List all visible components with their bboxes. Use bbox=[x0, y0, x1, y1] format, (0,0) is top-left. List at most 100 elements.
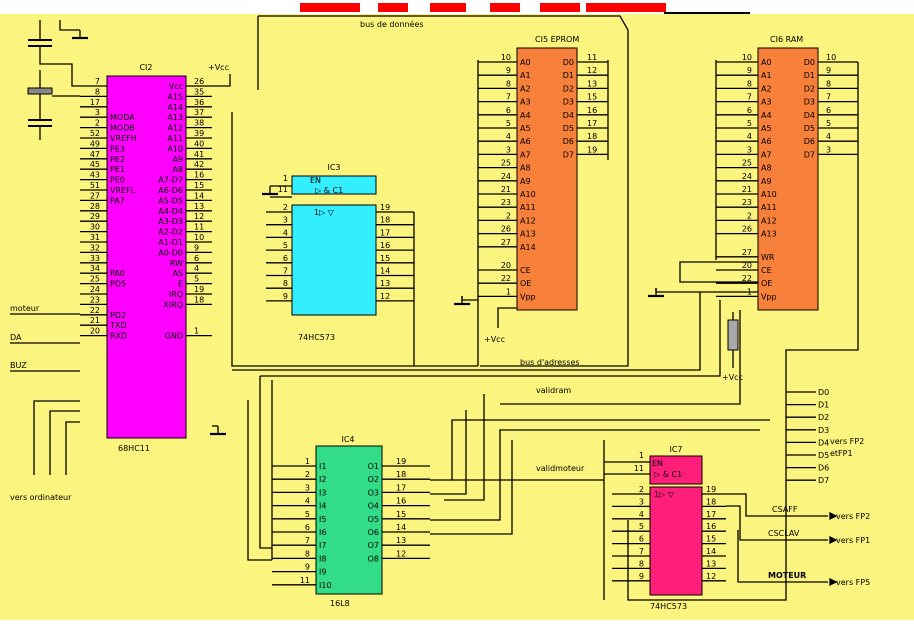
pld-pin-label: I2 bbox=[319, 475, 326, 484]
cpu-pin-number: 19 bbox=[194, 285, 204, 294]
cpu-pin-number: 49 bbox=[90, 139, 100, 148]
ram-pin-label: D6 bbox=[804, 137, 815, 146]
label-csclav: CSCLAV bbox=[768, 529, 800, 538]
signal-label-vers-ordinateur: vers ordinateur bbox=[10, 493, 72, 502]
cpu-pin-label: VREFH bbox=[110, 134, 137, 143]
cpu-pin-label: MODB bbox=[110, 124, 135, 133]
ram-pin-number: 26 bbox=[742, 225, 752, 234]
cpu-pin-label: A10 bbox=[167, 144, 183, 153]
pld-pin-number: 3 bbox=[305, 483, 310, 492]
latch2-pin-number: 18 bbox=[706, 497, 716, 506]
ram-pin-number: 6 bbox=[826, 106, 831, 115]
pld-pin-number: 5 bbox=[305, 510, 310, 519]
eprom-pin-number: 2 bbox=[506, 211, 511, 220]
latch2-pin-number: 8 bbox=[639, 559, 644, 568]
pld-pin-number: 12 bbox=[396, 549, 406, 558]
latch1-pin-number: 12 bbox=[380, 292, 390, 301]
header-mark bbox=[378, 3, 408, 12]
eprom-pin-label: A12 bbox=[520, 216, 536, 225]
cpu-pin-number: 24 bbox=[90, 285, 100, 294]
latch1-pin-number: 6 bbox=[283, 254, 288, 263]
ram-pin-label: D0 bbox=[804, 58, 815, 67]
latch1-pin-number: 7 bbox=[283, 267, 288, 276]
arrow-head bbox=[829, 511, 838, 521]
cpu-pin-number: 21 bbox=[90, 316, 100, 325]
cpu-pin-label: A13 bbox=[167, 113, 183, 122]
ram-pin-number: 20 bbox=[742, 261, 752, 270]
cpu-pin-number: 39 bbox=[194, 129, 204, 138]
latch2-pin-number: 14 bbox=[706, 547, 716, 556]
pld-ref-label: IC4 bbox=[341, 435, 354, 444]
latch2-control-box bbox=[649, 455, 703, 485]
latch2-pin-number: 16 bbox=[706, 522, 716, 531]
eprom-pin-number: 1 bbox=[506, 287, 511, 296]
cpu-pin-label: A15 bbox=[167, 92, 183, 101]
cpu-pin-label: A0-D0 bbox=[158, 248, 183, 257]
cpu-pin-label: PE0 bbox=[110, 176, 125, 185]
cpu-pin-number: 47 bbox=[90, 150, 100, 159]
d-line-label: D2 bbox=[818, 413, 829, 422]
eprom-pin-number: 8 bbox=[506, 79, 511, 88]
pld-out-wire bbox=[430, 440, 513, 535]
cpu-pin-label: A7-D7 bbox=[158, 176, 183, 185]
cpu-pin-number: 34 bbox=[90, 264, 100, 273]
eprom-pin-label: A13 bbox=[520, 230, 536, 239]
ram-pin-number: 21 bbox=[742, 185, 752, 194]
ram-pin-label: A4 bbox=[761, 111, 772, 120]
latch1-pin-number: 13 bbox=[380, 279, 390, 288]
cpu-pin-number: 2 bbox=[95, 119, 100, 128]
d-line-label: D3 bbox=[818, 426, 829, 435]
cpu-pin-label: RW bbox=[170, 259, 183, 268]
eprom-pin-number: 4 bbox=[506, 132, 511, 141]
cpu-pin-number: 20 bbox=[90, 327, 100, 336]
eprom-pin-number: 27 bbox=[501, 238, 511, 247]
eprom-pin-label: A10 bbox=[520, 190, 536, 199]
eprom-pin-number: 11 bbox=[587, 53, 597, 62]
ram-pin-label: D4 bbox=[804, 111, 815, 120]
pld-pin-label: I8 bbox=[319, 554, 326, 563]
serial-wire bbox=[65, 421, 80, 475]
pld-pin-label: I6 bbox=[319, 528, 326, 537]
cpu-chip-body bbox=[106, 75, 187, 439]
eprom-title: CI5 EPROM bbox=[535, 35, 579, 44]
latch1-pin-number: 1 bbox=[283, 174, 288, 183]
pld-input-wire bbox=[259, 376, 272, 549]
latch1-pin-number: 16 bbox=[380, 241, 390, 250]
pld-out-wire bbox=[430, 419, 770, 481]
eprom-pin-number: 15 bbox=[587, 93, 597, 102]
eprom-pin-number: 9 bbox=[506, 66, 511, 75]
eprom-pin-number: 25 bbox=[501, 159, 511, 168]
eprom-pin-number: 19 bbox=[587, 145, 597, 154]
eprom-pin-number: 7 bbox=[506, 93, 511, 102]
latch1-pin-number: 2 bbox=[283, 203, 288, 212]
validram-label: validram bbox=[536, 386, 571, 395]
eprom-pin-label: D1 bbox=[563, 71, 574, 80]
cpu-pin-label: A6-D6 bbox=[158, 186, 183, 195]
ram-pin-number: 10 bbox=[742, 53, 752, 62]
eprom-pin-label: D3 bbox=[563, 98, 574, 107]
cpu-pin-number: 6 bbox=[194, 254, 199, 263]
cpu-pin-number: 11 bbox=[194, 223, 204, 232]
cpu-pin-number: 36 bbox=[194, 98, 204, 107]
cpu-pin-number: 4 bbox=[194, 264, 199, 273]
ram-pin-number: 1 bbox=[747, 287, 752, 296]
ram-chip-body bbox=[757, 47, 819, 311]
eprom-pin-number: 23 bbox=[501, 198, 511, 207]
cpu-pin-number: 38 bbox=[194, 119, 204, 128]
latch2-pin-number: 19 bbox=[706, 485, 716, 494]
cpu-pin-label: PE2 bbox=[110, 155, 125, 164]
eprom-pin-label: A9 bbox=[520, 177, 531, 186]
ram-pin-number: 8 bbox=[747, 79, 752, 88]
address-to-ram bbox=[232, 292, 701, 371]
eprom-pin-number: 5 bbox=[506, 119, 511, 128]
ram-pin-label: WR bbox=[761, 253, 775, 262]
latch2-pin-number: 12 bbox=[706, 572, 716, 581]
ram-pin-number: 24 bbox=[742, 172, 752, 181]
header-mark bbox=[586, 3, 666, 12]
pld-pin-number: 4 bbox=[305, 497, 310, 506]
eprom-pin-label: CE bbox=[520, 266, 531, 275]
ram-pin-label: OE bbox=[761, 279, 772, 288]
cpu-pin-label: TXD bbox=[109, 321, 127, 330]
